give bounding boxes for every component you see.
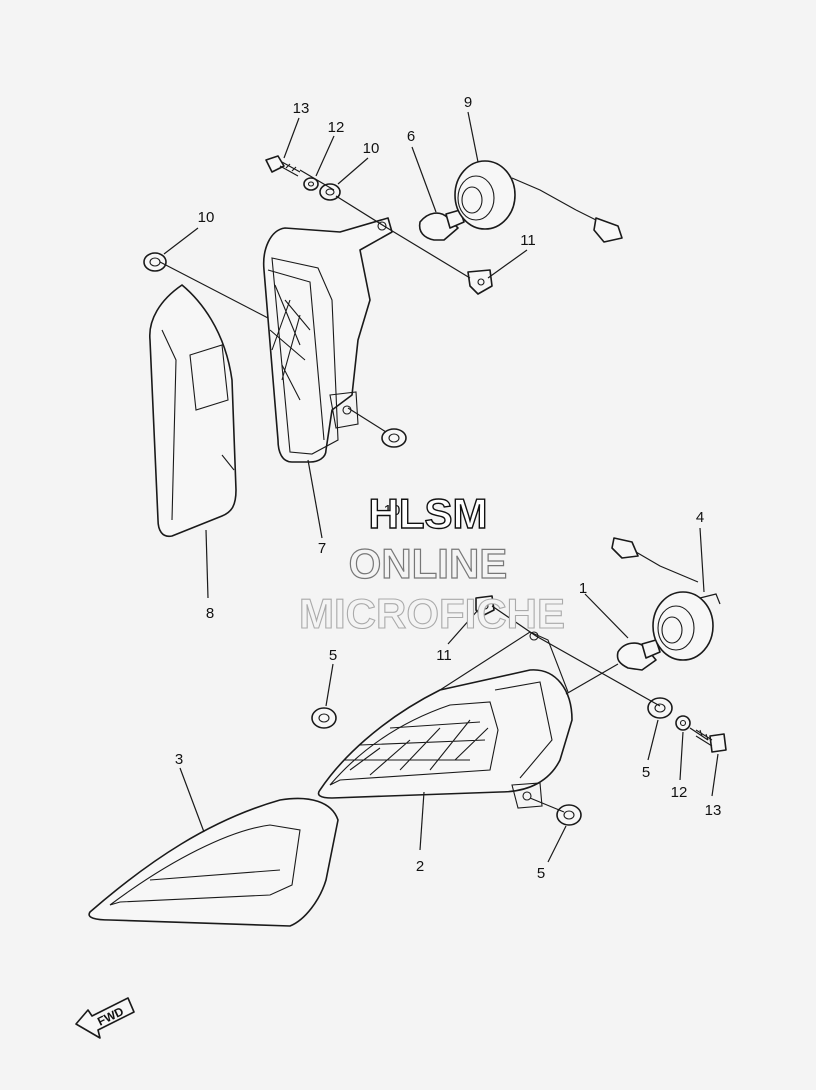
callout-10-top: 10 bbox=[363, 140, 380, 157]
callout-7: 7 bbox=[318, 540, 326, 557]
part-6-bulb-upper bbox=[418, 209, 465, 241]
part-5-grommet-left bbox=[311, 707, 337, 729]
part-12-washer-lower bbox=[675, 715, 691, 731]
part-10-grommet-left bbox=[143, 252, 167, 272]
callout-12-lower: 12 bbox=[671, 784, 688, 801]
callout-6: 6 bbox=[407, 128, 415, 145]
callout-13-lower: 13 bbox=[705, 802, 722, 819]
part-10-grommet-top bbox=[319, 183, 341, 201]
callout-2: 2 bbox=[416, 858, 424, 875]
part-13-screw-upper bbox=[265, 155, 301, 177]
part-10-grommet-lower bbox=[381, 428, 407, 448]
fwd-arrow-icon: FWD bbox=[75, 997, 135, 1039]
part-12-washer-upper bbox=[303, 177, 319, 191]
callout-9: 9 bbox=[464, 94, 472, 111]
part-11-screw-lower bbox=[475, 595, 495, 617]
part-13-screw-lower bbox=[695, 729, 727, 753]
callout-13-upper: 13 bbox=[293, 100, 310, 117]
callout-11-upper: 11 bbox=[520, 232, 536, 249]
callout-5-bottom: 5 bbox=[537, 865, 545, 882]
callout-10-lower: 10 bbox=[384, 502, 401, 519]
callout-5-right: 5 bbox=[642, 764, 650, 781]
part-2-front-lamp bbox=[317, 631, 573, 809]
part-4-socket-lower bbox=[611, 537, 721, 661]
watermark-line-3: MICROFICHE bbox=[299, 590, 565, 637]
part-11-screw-upper bbox=[467, 269, 493, 295]
callout-5-left: 5 bbox=[329, 647, 337, 664]
callout-3: 3 bbox=[175, 751, 183, 768]
callout-4: 4 bbox=[696, 509, 704, 526]
watermark-line-2: ONLINE bbox=[349, 540, 508, 587]
part-3-lens-cover bbox=[88, 797, 339, 927]
callout-8: 8 bbox=[206, 605, 214, 622]
part-8-lens-cover bbox=[149, 284, 237, 538]
part-1-bulb-lower bbox=[616, 639, 661, 671]
part-7-rear-lamp bbox=[262, 217, 393, 463]
callout-leaders bbox=[163, 111, 719, 863]
callout-10-left: 10 bbox=[198, 209, 215, 226]
part-9-socket-upper bbox=[454, 160, 623, 243]
watermark-line-1: HLSM bbox=[369, 490, 488, 537]
part-5-grommet-bottom bbox=[556, 804, 582, 826]
callout-12-upper: 12 bbox=[328, 119, 345, 136]
callout-1: 1 bbox=[579, 580, 587, 597]
callout-11-lower: 11 bbox=[436, 647, 452, 664]
